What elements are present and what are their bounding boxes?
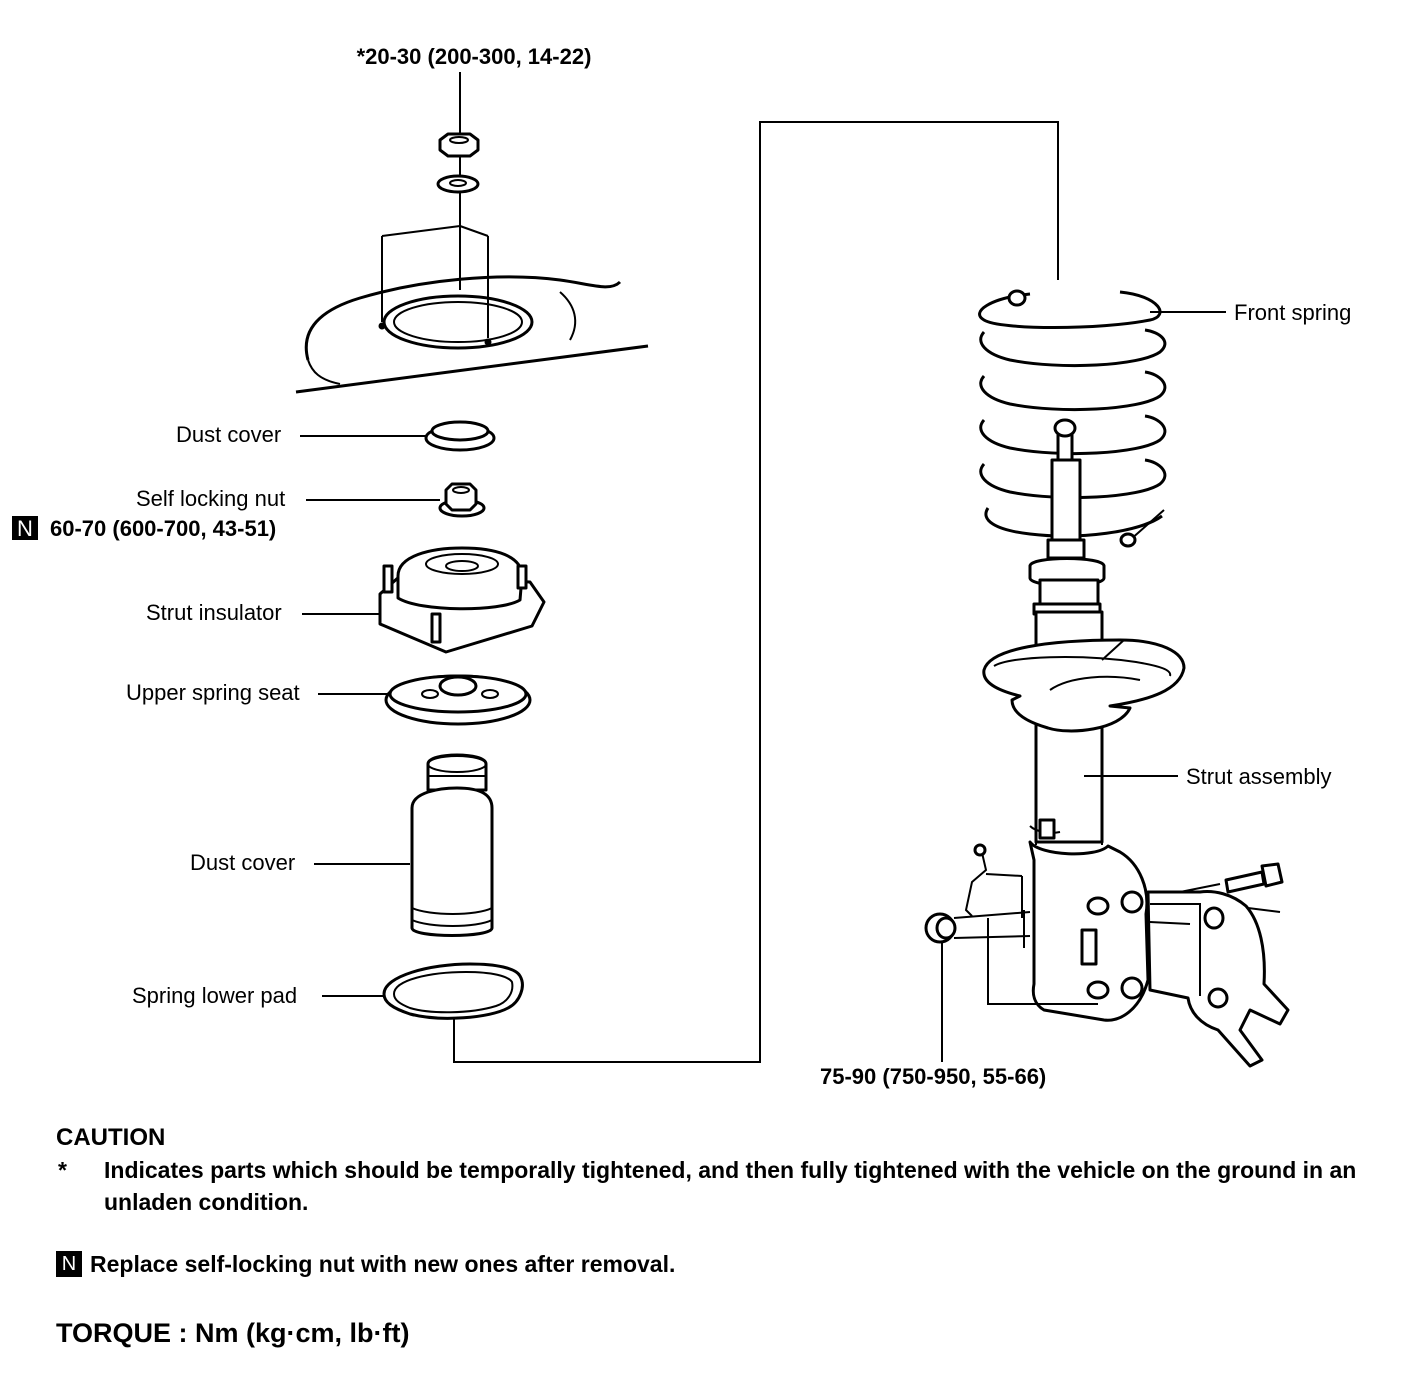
spring-lower-pad: [382, 962, 524, 1020]
torque-knuckle-label: 75-90 (750-950, 55-66): [820, 1064, 1046, 1089]
strut-body: [982, 610, 1186, 845]
bump-stop-and-seat: [1028, 557, 1106, 616]
label-dust-cover-top: Dust cover: [176, 422, 281, 447]
caution-note: * Indicates parts which should be tempor…: [56, 1154, 1386, 1218]
strut-insulator: [378, 546, 546, 654]
knuckle-bracket: [987, 818, 1150, 1022]
top-nut: [438, 132, 480, 158]
caution-star: *: [58, 1157, 67, 1183]
self-locking-nut: [438, 482, 486, 518]
label-strut-assembly: Strut assembly: [1186, 764, 1332, 789]
strut-rod: [1046, 418, 1086, 560]
caution-text: Indicates parts which should be temporal…: [104, 1157, 1357, 1215]
label-self-locking-nut: Self locking nut: [136, 486, 285, 511]
label-dust-cover-bottom: Dust cover: [190, 850, 295, 875]
n-note-text: Replace self-locking nut with new ones a…: [90, 1251, 676, 1277]
n-note: N Replace self-locking nut with new ones…: [56, 1248, 1386, 1280]
top-washer: [436, 174, 480, 194]
label-upper-spring-seat: Upper spring seat: [126, 680, 300, 705]
steering-knuckle: [1146, 890, 1290, 1068]
torque-nut-label: 60-70 (600-700, 43-51): [50, 516, 276, 541]
caution-title: CAUTION: [56, 1124, 166, 1151]
label-front-spring: Front spring: [1234, 300, 1351, 325]
notes-section: CAUTION * Indicates parts which should b…: [56, 1122, 1386, 1350]
knuckle-nut: [924, 911, 1031, 944]
front-spring: [978, 289, 1167, 548]
torque-units: TORQUE : Nm (kg·cm, lb·ft): [56, 1318, 410, 1348]
upper-spring-seat: [384, 674, 532, 726]
label-spring-lower-pad: Spring lower pad: [132, 983, 297, 1008]
dust-cover-bellows: [410, 753, 494, 937]
n-badge-nut: [12, 516, 38, 540]
n-badge-note: N: [56, 1251, 82, 1277]
n-badge-nut-letter: N: [17, 516, 33, 541]
dust-cover-top: [424, 420, 496, 452]
assembly-connector-line: [453, 121, 1059, 1063]
label-strut-insulator: Strut insulator: [146, 600, 282, 625]
torque-top-label: *20-30 (200-300, 14-22): [357, 44, 592, 69]
brake-hose-clip: [964, 843, 1023, 917]
strut-tower-panel: [295, 225, 649, 394]
